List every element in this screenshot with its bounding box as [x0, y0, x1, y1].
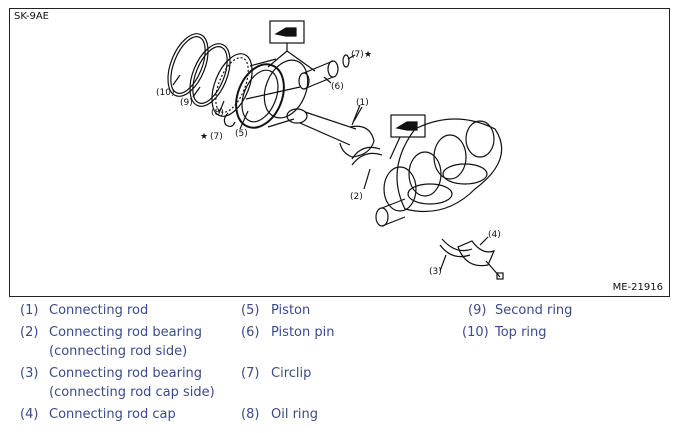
callout-7-top: (7): [351, 50, 364, 60]
figure-id: SK-9AE: [14, 11, 49, 22]
bearing-rod-side: [351, 146, 383, 166]
parts-legend: (1) Connecting rod (2) Connecting rod be…: [20, 303, 573, 422]
callout-7-left: (7): [210, 132, 223, 142]
callout-8: (8): [211, 108, 224, 118]
exploded-diagram: SK-9AE ME-21916: [9, 8, 670, 297]
parts-drawing: (1) (2) (3) (4) (5) (6) (7) ★ ★ (7) (8) …: [156, 20, 504, 280]
oil-can-icon-right: [389, 114, 426, 160]
callout-2: (2): [350, 192, 363, 202]
callout-9: (9): [180, 98, 193, 108]
crankshaft: [375, 118, 503, 227]
piston: [235, 58, 309, 129]
piston-pin: [298, 60, 339, 90]
second-ring: [189, 43, 231, 107]
connecting-rod: [286, 104, 375, 158]
callout-10: (10): [156, 88, 174, 98]
star-left: ★: [200, 132, 208, 142]
bearing-cap-side: [439, 238, 473, 258]
callout-4: (4): [488, 230, 501, 240]
circlip-left: [223, 112, 236, 128]
top-ring: [167, 33, 209, 97]
figure-reference: ME-21916: [612, 282, 663, 293]
connecting-rod-cap: [457, 240, 504, 280]
oil-can-icon-top: [267, 20, 316, 72]
callout-1: (1): [356, 98, 369, 108]
oil-ring: [211, 53, 253, 117]
callout-6: (6): [331, 82, 344, 92]
callout-5: (5): [235, 129, 248, 139]
star-top: ★: [364, 50, 372, 60]
circlip-right: [342, 54, 350, 68]
callout-3: (3): [429, 267, 442, 277]
